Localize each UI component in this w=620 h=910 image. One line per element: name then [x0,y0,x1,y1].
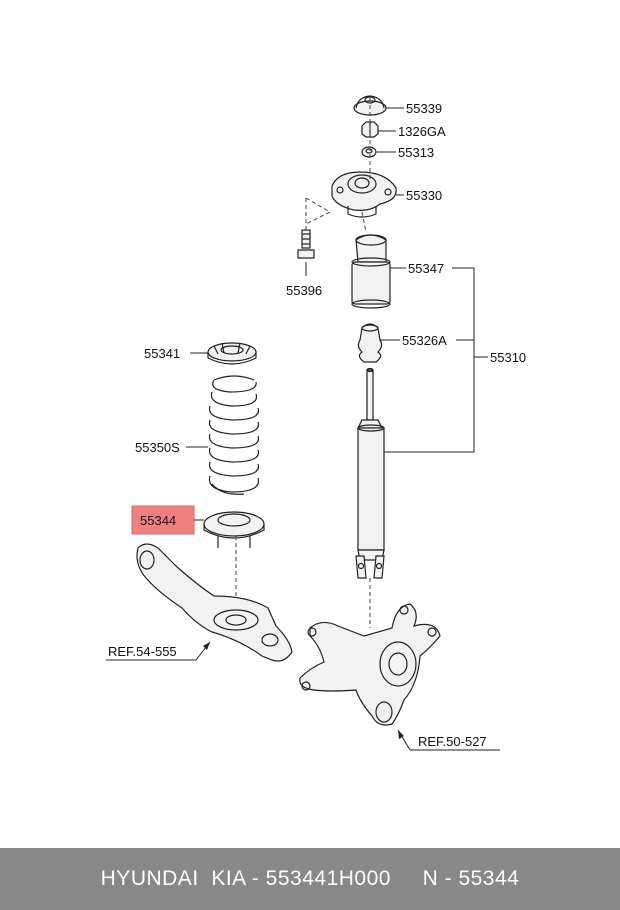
label-55344: 55344 [140,513,176,528]
label-55347: 55347 [408,261,444,276]
ref-lower-arm: REF.54-555 [108,644,177,659]
washer-part [361,146,377,158]
label-55310: 55310 [490,350,526,365]
label-55326a: 55326A [402,333,447,348]
label-1326ga: 1326GA [398,124,446,139]
lower-arm-part [136,543,293,662]
dust-cover-part [351,234,391,309]
coil-spring-part [208,375,260,495]
spring-upper-pad-part [207,342,257,365]
label-55330: 55330 [406,188,442,203]
label-55396: 55396 [286,283,322,298]
part-number-footer: HYUNDAI KIA - 553441H000 N - 55344 [0,848,620,910]
suspension-exploded-diagram: 55339 1326GA 55313 55330 55396 [106,95,526,751]
bolt-part [297,229,315,259]
label-55313: 55313 [398,145,434,160]
upper-mount-part [331,171,397,218]
footer-text: HYUNDAI KIA - 553441H000 N - 55344 [100,867,520,890]
ref-knuckle: REF.50-527 [418,734,487,749]
highlight-box [131,505,195,535]
spring-lower-pad-part [203,511,265,548]
shock-absorber-part [355,367,385,579]
bump-stopper-part [357,323,383,363]
label-55339: 55339 [406,101,442,116]
knuckle-part [299,603,441,726]
label-55341: 55341 [144,346,180,361]
label-55350s: 55350S [135,440,180,455]
